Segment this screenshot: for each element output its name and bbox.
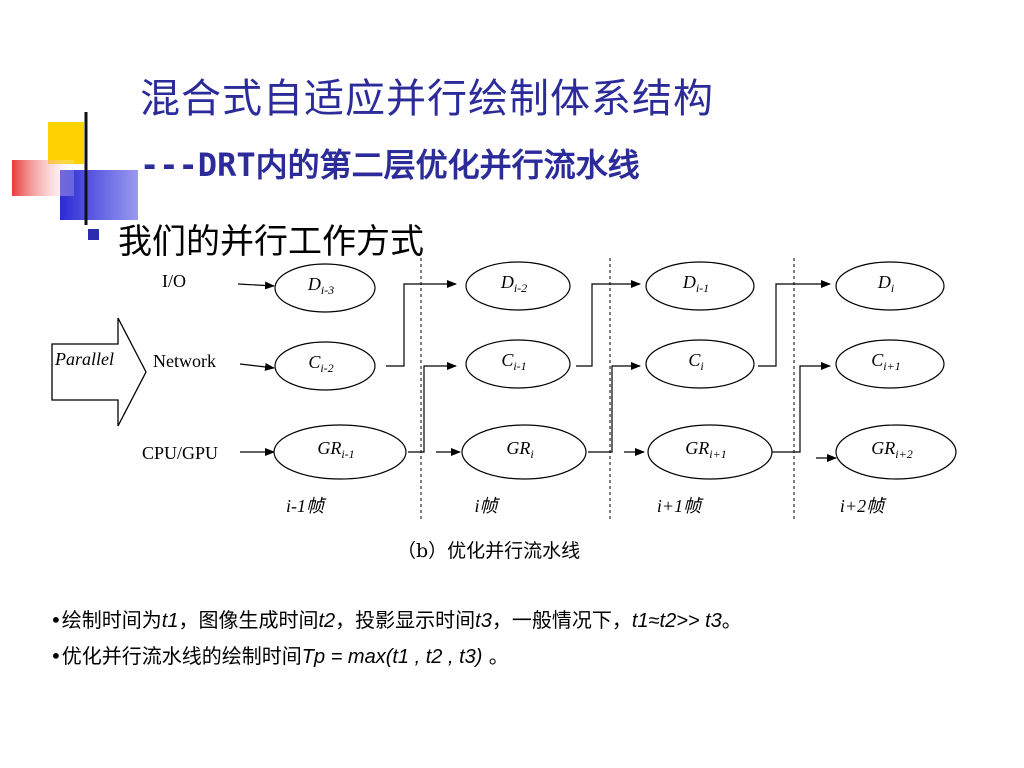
node-label-gr-3: GRi+2 xyxy=(871,438,912,461)
node-label-d-1: Di-2 xyxy=(500,272,527,295)
connector-c-to-d-1 xyxy=(386,280,457,367)
row-label-network: Network xyxy=(153,351,216,371)
parallel-arrow-shape xyxy=(51,317,147,427)
node-label-subscript: i-1 xyxy=(341,447,354,461)
note-line-1: •绘制时间为t1，图像生成时间t2，投影显示时间t3，一般情况下，t1≈t2>>… xyxy=(50,604,742,633)
node-label-base: D xyxy=(877,272,891,292)
node-label-base: C xyxy=(871,350,884,370)
main-bullet-text: 我们的并行工作方式 xyxy=(118,222,424,262)
node-label-d-3: Di xyxy=(877,272,894,295)
node-d-2 xyxy=(645,261,755,311)
node-label-base: C xyxy=(688,350,701,370)
node-label-base: GR xyxy=(685,438,709,458)
node-label-subscript: i-2 xyxy=(514,281,527,295)
node-label-subscript: i-2 xyxy=(320,361,333,375)
node-label-subscript: i+1 xyxy=(883,359,900,373)
node-gr-0 xyxy=(273,424,407,480)
node-label-base: GR xyxy=(317,438,341,458)
node-c-0 xyxy=(274,341,376,391)
row-label-io: I/O xyxy=(162,271,186,291)
figure-caption: （b）优化并行流水线 xyxy=(397,540,581,562)
bullet-square-icon xyxy=(88,229,99,240)
node-d-1 xyxy=(465,261,571,311)
note1-t3: t3 xyxy=(475,610,492,632)
node-label-base: C xyxy=(308,352,321,372)
note1-part2: ，图像生成时间 xyxy=(178,608,319,632)
node-gr-1 xyxy=(461,424,587,480)
frame-label-0: i-1帧 xyxy=(286,496,327,516)
node-label-base: D xyxy=(500,272,514,292)
slide-subtitle: ---DRT内的第二层优化并行流水线 xyxy=(140,146,640,184)
connector-c-to-d-3 xyxy=(758,280,831,367)
node-gr-2 xyxy=(647,424,773,480)
node-d-3 xyxy=(835,261,945,311)
note2-part1: •优化并行流水线的绘制时间 xyxy=(50,644,302,668)
node-label-subscript: i xyxy=(891,281,894,295)
deco-red-square xyxy=(12,160,74,196)
note2-formula: Tp = max(t1 , t2 , t3) xyxy=(301,646,483,668)
node-label-c-1: Ci-1 xyxy=(501,350,526,373)
node-label-c-2: Ci xyxy=(688,350,703,373)
node-label-gr-0: GRi-1 xyxy=(317,438,354,461)
node-label-base: GR xyxy=(871,438,895,458)
frame-label-3: i+2帧 xyxy=(840,496,887,516)
node-label-gr-1: GRi xyxy=(506,438,533,461)
network-input-arrow xyxy=(239,362,275,371)
node-label-base: D xyxy=(682,272,696,292)
frame-label-1: i帧 xyxy=(474,496,500,516)
note1-relation: t1≈t2>> t3 xyxy=(631,610,722,632)
node-label-c-3: Ci+1 xyxy=(871,350,900,373)
node-label-subscript: i+2 xyxy=(895,447,912,461)
node-label-subscript: i xyxy=(700,359,703,373)
connector-gr-to-c-2 xyxy=(588,362,641,453)
node-c-3 xyxy=(835,339,945,389)
node-label-c-0: Ci-2 xyxy=(308,352,333,375)
note1-part3: ，投影显示时间 xyxy=(335,608,476,632)
row-label-cpu-gpu: CPU/GPU xyxy=(142,443,218,463)
connector-gr-to-c-3 xyxy=(772,362,831,453)
node-label-base: GR xyxy=(506,438,530,458)
note1-part1: •绘制时间为 xyxy=(50,608,162,632)
node-label-base: D xyxy=(307,274,321,294)
note1-end: 。 xyxy=(721,608,742,632)
node-label-gr-2: GRi+1 xyxy=(685,438,726,461)
slide-title: 混合式自适应并行绘制体系结构 xyxy=(140,76,714,122)
note1-part4: ，一般情况下， xyxy=(491,608,632,632)
io-input-arrow xyxy=(237,281,275,290)
note1-t1: t1 xyxy=(161,610,179,632)
node-label-subscript: i-3 xyxy=(321,283,334,297)
node-label-subscript: i xyxy=(530,447,533,461)
node-c-1 xyxy=(465,339,571,389)
node-label-subscript: i+1 xyxy=(709,447,726,461)
decorative-logo xyxy=(12,112,980,225)
frame-label-2: i+1帧 xyxy=(657,496,704,516)
node-label-subscript: i-1 xyxy=(513,359,526,373)
node-c-2 xyxy=(645,339,755,389)
connector-c-to-d-2 xyxy=(576,280,641,367)
connector-gr-to-c-1 xyxy=(408,362,457,453)
note-line-2: •优化并行流水线的绘制时间Tp = max(t1 , t2 , t3) 。 xyxy=(50,640,509,669)
node-label-subscript: i-1 xyxy=(696,281,709,295)
node-label-d-0: Di-3 xyxy=(307,274,334,297)
node-d-0 xyxy=(274,263,376,313)
node-gr-3 xyxy=(835,424,957,480)
deco-yellow-square xyxy=(48,122,84,164)
note2-end: 。 xyxy=(482,644,509,668)
note1-t2: t2 xyxy=(318,610,336,632)
parallel-label: Parallel xyxy=(54,349,114,369)
node-label-base: C xyxy=(501,350,514,370)
node-label-d-2: Di-1 xyxy=(682,272,709,295)
